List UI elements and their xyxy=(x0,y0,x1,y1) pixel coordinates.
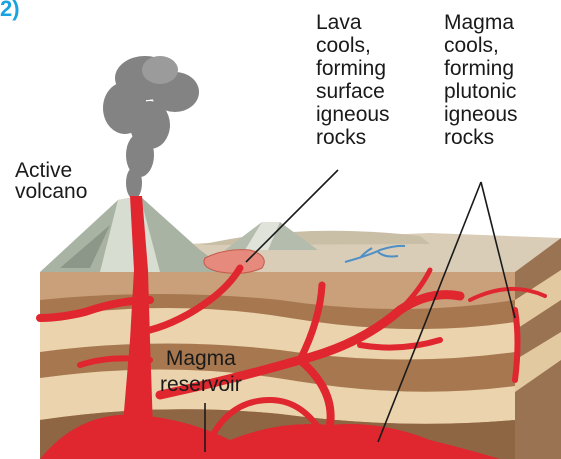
active-volcano-label: Active volcano xyxy=(15,160,87,202)
magma-reservoir-label: Magma reservoir xyxy=(160,346,242,398)
figure-label: 2) xyxy=(0,0,20,22)
smoke-plume xyxy=(103,56,199,199)
magma-cools-label: Magma cools, forming plutonic igneous ro… xyxy=(444,11,518,149)
lava-cools-label: Lava cools, forming surface igneous rock… xyxy=(316,11,390,149)
